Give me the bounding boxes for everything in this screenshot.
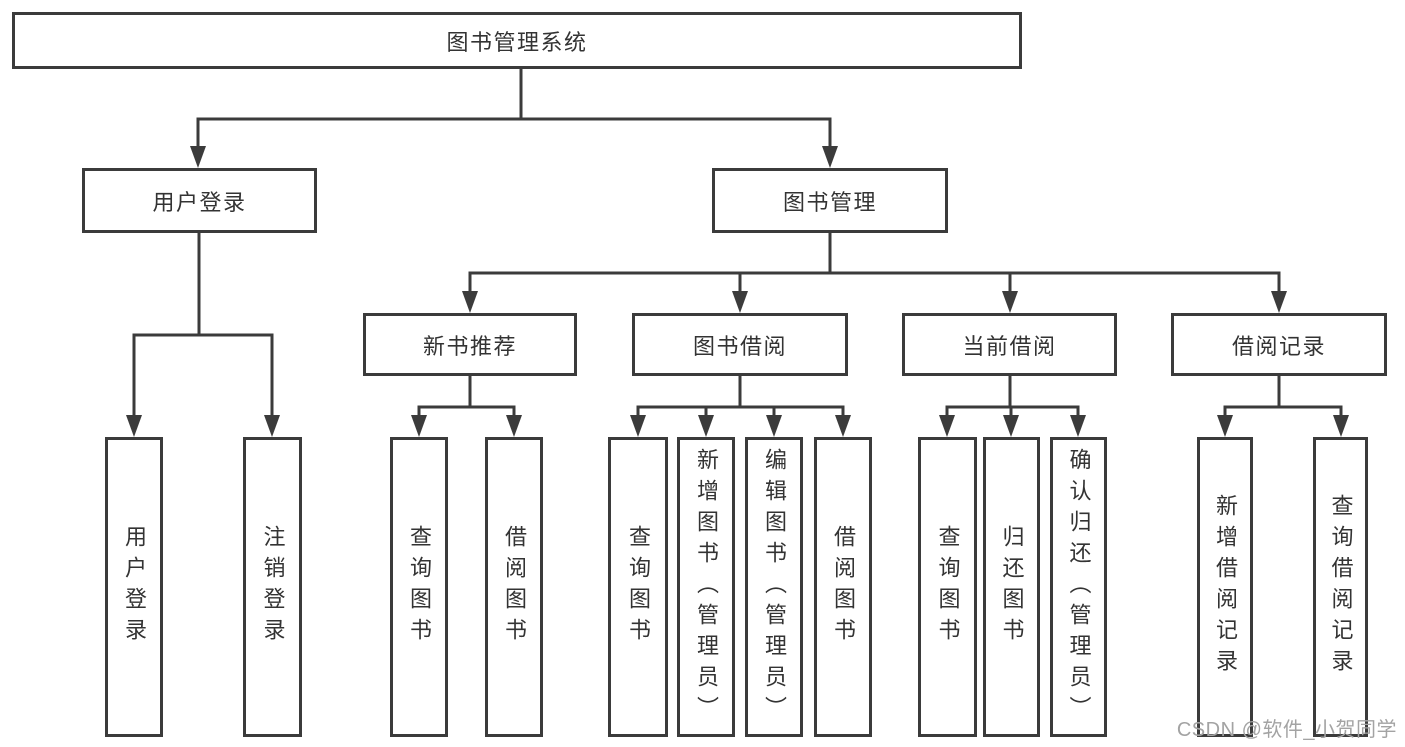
leaf-borrow-books-recommend-label: 借阅图书 (502, 525, 527, 649)
leaf-borrow-books: 借阅图书 (814, 437, 872, 737)
node-book-management-label: 图书管理 (782, 189, 877, 215)
node-root: 图书管理系统 (12, 12, 1022, 69)
csdn-watermark: CSDN @软件_小贺同学 (1176, 719, 1397, 741)
connector-current-borrow-to-leaves (939, 376, 1086, 437)
node-current-borrow: 当前借阅 (902, 313, 1117, 376)
connector-user-login-to-leaves (126, 233, 280, 437)
connector-borrow-records-to-leaves (1217, 376, 1349, 437)
connector-book-management-to-level3 (462, 233, 1287, 313)
leaf-user-login-label: 用户登录 (122, 525, 147, 649)
leaf-borrow-books-recommend: 借阅图书 (485, 437, 543, 737)
connector-root-to-level2 (190, 69, 838, 168)
leaf-confirm-return-admin-label: 确认归还（管理员） (1066, 447, 1092, 727)
connector-book-borrow-to-leaves (630, 376, 851, 437)
leaf-query-books-current: 查询图书 (918, 437, 977, 737)
node-new-book-recommend: 新书推荐 (363, 313, 577, 376)
node-new-book-recommend-label: 新书推荐 (422, 333, 517, 359)
node-borrow-records: 借阅记录 (1171, 313, 1387, 376)
node-root-label: 图书管理系统 (446, 29, 588, 55)
leaf-query-borrow-record: 查询借阅记录 (1313, 437, 1368, 737)
node-current-borrow-label: 当前借阅 (962, 333, 1057, 359)
leaf-query-books-recommend-label: 查询图书 (407, 525, 432, 649)
leaf-user-login: 用户登录 (105, 437, 163, 737)
leaf-logout-label: 注销登录 (260, 525, 286, 649)
leaf-add-borrow-record: 新增借阅记录 (1197, 437, 1253, 737)
node-book-borrow-label: 图书借阅 (692, 333, 787, 359)
leaf-confirm-return-admin: 确认归还（管理员） (1050, 437, 1107, 737)
node-user-login: 用户登录 (82, 168, 317, 233)
leaf-borrow-books-label: 借阅图书 (831, 525, 856, 649)
leaf-return-books-label: 归还图书 (999, 525, 1025, 649)
leaf-edit-books-admin: 编辑图书（管理员） (745, 437, 803, 737)
leaf-add-borrow-record-label: 新增借阅记录 (1213, 494, 1238, 680)
leaf-query-books-borrow-label: 查询图书 (626, 525, 651, 649)
leaf-query-borrow-record-label: 查询借阅记录 (1328, 494, 1354, 680)
node-book-borrow: 图书借阅 (632, 313, 848, 376)
connector-new-book-recommend-to-leaves (411, 376, 522, 437)
leaf-return-books: 归还图书 (983, 437, 1040, 737)
node-book-management: 图书管理 (712, 168, 948, 233)
leaf-edit-books-admin-label: 编辑图书（管理员） (762, 447, 787, 727)
leaf-query-books-current-label: 查询图书 (935, 525, 961, 649)
leaf-add-books-admin-label: 新增图书（管理员） (694, 447, 719, 727)
leaf-add-books-admin: 新增图书（管理员） (677, 437, 735, 737)
node-user-login-label: 用户登录 (152, 189, 247, 215)
leaf-query-books-borrow: 查询图书 (608, 437, 668, 737)
leaf-logout: 注销登录 (243, 437, 302, 737)
node-borrow-records-label: 借阅记录 (1231, 333, 1326, 359)
leaf-query-books-recommend: 查询图书 (390, 437, 448, 737)
